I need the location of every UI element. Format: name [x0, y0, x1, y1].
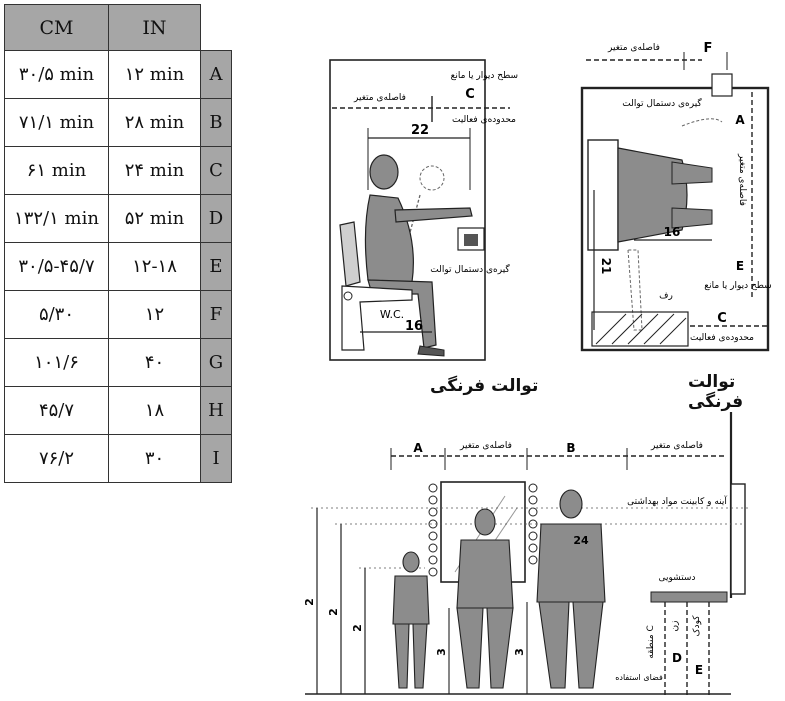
cell-cm: ۳۰/۵ min	[4, 50, 109, 99]
cell-in: ۵۲ min	[108, 194, 201, 243]
cell-code: H	[200, 386, 232, 435]
side-label-variable: فاصله‌ی متغیر	[353, 93, 406, 103]
header-in: IN	[108, 4, 201, 51]
cell-cm: ۵/۳۰	[4, 290, 109, 339]
elev-dim-2a: 2	[305, 598, 316, 606]
cell-code: B	[200, 98, 232, 147]
elev-dim-2b: 2	[327, 608, 340, 616]
elev-label-variable: فاصله‌ی متغیر	[459, 441, 512, 451]
plan-view-caption: توالت فرنگی	[688, 372, 744, 412]
washbasin-elevation: A فاصله‌ی متغیر B فاصله‌ی متغیر آینه و ک…	[305, 412, 750, 696]
cell-cm: ۷۶/۲	[4, 434, 109, 483]
plan-label-variable-vertical: فاصله‌ی متغیر	[737, 153, 747, 206]
elev-label-c-vert: منطقه C	[646, 625, 656, 658]
plan-label-variable: فاصله‌ی متغیر	[607, 43, 660, 53]
elev-label-sink: دستشویی	[659, 573, 696, 583]
cell-in: ۱۸	[108, 386, 201, 435]
cell-code: G	[200, 338, 232, 387]
elev-label-child: کودک	[691, 615, 702, 637]
toilet-side-view: فاصله‌ی متغیر C سطح دیوار یا مانع محدوده…	[329, 59, 518, 361]
cell-code: A	[200, 50, 232, 99]
plan-label-c: C	[717, 311, 727, 326]
elev-dim-2c: 2	[351, 624, 364, 632]
plan-dim-21: 21	[599, 258, 613, 275]
elev-dim-24: 24	[573, 534, 589, 547]
plan-label-f: F	[704, 41, 713, 56]
header-cm: CM	[4, 4, 109, 51]
side-view-caption: توالت فرنگی	[430, 376, 539, 396]
elev-dim-3a: 3	[435, 648, 448, 656]
side-dim-16: 16	[405, 319, 423, 334]
cell-in: ۲۸ min	[108, 98, 201, 147]
cell-code: E	[200, 242, 232, 291]
toilet-plan-view: فاصله‌ی متغیر F گیره‌ی دستمال توالت A فا…	[580, 41, 772, 352]
cell-cm: ۱۰۱/۶	[4, 338, 109, 387]
plan-label-a: A	[735, 113, 745, 127]
cell-cm: ۶۱ min	[4, 146, 109, 195]
plan-label-wall: سطح دیوار یا مانع	[704, 281, 771, 291]
plan-dim-16: 16	[664, 225, 681, 239]
cell-in: ۱۲-۱۸	[108, 242, 201, 291]
side-dim-22: 22	[411, 123, 429, 138]
cell-in: ۴۰	[108, 338, 201, 387]
cell-code: I	[200, 434, 232, 483]
elev-dim-3b: 3	[513, 648, 526, 656]
plan-label-shelf: رف	[659, 291, 673, 301]
cell-in: ۳۰	[108, 434, 201, 483]
cell-cm: ۳۰/۵-۴۵/۷	[4, 242, 109, 291]
cell-cm: ۴۵/۷	[4, 386, 109, 435]
side-label-holder: گیره‌ی دستمال توالت	[430, 263, 510, 275]
elev-label-a: A	[413, 441, 423, 455]
header-blank	[201, 5, 232, 51]
elev-label-mirror: آینه و کابینت مواد بهداشتی	[627, 495, 727, 507]
cell-code: F	[200, 290, 232, 339]
side-label-activity: محدوده‌ی فعالیت	[452, 115, 516, 125]
plan-label-holder: گیره‌ی دستمال توالت	[622, 97, 702, 109]
cell-in: ۱۲ min	[108, 50, 201, 99]
cell-code: C	[200, 146, 232, 195]
cell-code: D	[200, 194, 232, 243]
table-header-row: CM IN	[4, 4, 232, 51]
elev-label-b: B	[566, 441, 575, 455]
elev-label-use: فضای استفاده	[615, 673, 663, 682]
plan-label-e: E	[736, 259, 744, 273]
elev-label-e-vert: E	[695, 663, 703, 677]
side-label-c: C	[465, 87, 475, 102]
plan-label-activity: محدوده‌ی فعالیت	[690, 333, 754, 343]
side-label-wc: W.C.	[380, 308, 404, 321]
cell-cm: ۱۳۲/۱ min	[4, 194, 109, 243]
cell-in: ۱۲	[108, 290, 201, 339]
side-label-wall: سطح دیوار یا مانع	[451, 71, 518, 81]
cell-cm: ۷۱/۱ min	[4, 98, 109, 147]
elev-label-variable-right: فاصله‌ی متغیر	[650, 441, 703, 451]
elev-label-d: D	[672, 651, 682, 665]
elev-label-woman: زن	[670, 621, 680, 632]
cell-in: ۲۴ min	[108, 146, 201, 195]
